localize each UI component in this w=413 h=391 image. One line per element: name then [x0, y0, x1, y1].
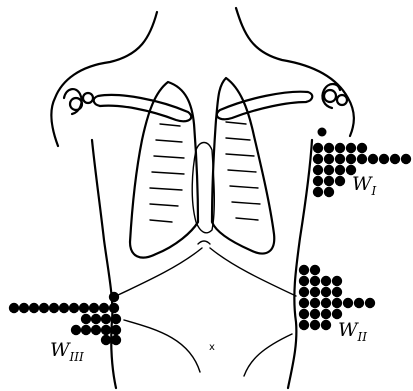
dot [310, 287, 320, 297]
dot [59, 303, 69, 313]
dot [299, 276, 309, 286]
abdomen-line-left [124, 320, 200, 372]
dot [354, 298, 364, 308]
dot [324, 176, 334, 186]
dot [346, 154, 356, 164]
dot [335, 176, 345, 186]
neck-shoulder-right-outline [236, 8, 354, 136]
dot [313, 176, 323, 186]
dot [357, 154, 367, 164]
dot [332, 309, 342, 319]
dot [368, 154, 378, 164]
dot [89, 303, 99, 313]
dot [324, 165, 334, 175]
dot [321, 320, 331, 330]
dot [332, 287, 342, 297]
dot [71, 325, 81, 335]
dot [81, 325, 91, 335]
dot [39, 303, 49, 313]
dot [101, 314, 111, 324]
dot [313, 143, 323, 153]
dot [19, 303, 29, 313]
dot [335, 143, 345, 153]
dot [310, 276, 320, 286]
dot [321, 276, 331, 286]
dot [99, 303, 109, 313]
center-mark: x [209, 342, 215, 353]
dot [111, 314, 121, 324]
abdomen-line-right [244, 334, 292, 376]
dot [29, 303, 39, 313]
label-w2: WII [338, 319, 367, 344]
dot [49, 303, 59, 313]
dot [321, 298, 331, 308]
lung-right [212, 78, 274, 253]
dot [299, 309, 309, 319]
dot [109, 292, 119, 302]
shoulder-joint-right [322, 84, 347, 108]
clavicle-left [94, 95, 191, 121]
dot [9, 303, 19, 313]
dot [109, 303, 119, 313]
clavicle-right [217, 92, 312, 120]
dot [69, 303, 79, 313]
torso-left-outline [92, 140, 116, 388]
dot-cluster-w2 [299, 265, 375, 330]
costal-margin-left [116, 248, 202, 296]
dot [390, 154, 400, 164]
label-w3: WIII [50, 339, 84, 364]
dot [91, 325, 101, 335]
dot [313, 165, 323, 175]
dot [324, 187, 334, 197]
label-w1: WI [352, 173, 377, 198]
lung-left-striations [150, 124, 184, 222]
dot [324, 154, 334, 164]
dot [321, 287, 331, 297]
dot [346, 143, 356, 153]
dot [111, 325, 121, 335]
dot [299, 320, 309, 330]
dot [299, 265, 309, 275]
dot [310, 298, 320, 308]
dot [101, 335, 111, 345]
dot [321, 309, 331, 319]
dot [310, 320, 320, 330]
dot [335, 154, 345, 164]
dot [318, 128, 327, 137]
costal-margin-right [210, 248, 296, 296]
torso-right-outline [288, 140, 312, 388]
dot [335, 165, 345, 175]
dot [111, 335, 121, 345]
dot [332, 298, 342, 308]
dot [101, 325, 111, 335]
dot [343, 298, 353, 308]
dot [91, 314, 101, 324]
dot [357, 143, 367, 153]
dot [299, 298, 309, 308]
dot [313, 187, 323, 197]
dot [310, 309, 320, 319]
dot [313, 154, 323, 164]
dot [401, 154, 411, 164]
dot [310, 265, 320, 275]
dot [79, 303, 89, 313]
dot [324, 143, 334, 153]
dot [81, 314, 91, 324]
dot [299, 287, 309, 297]
dot [379, 154, 389, 164]
diaphragm-notch [198, 241, 210, 244]
neck-shoulder-left-outline [51, 12, 157, 146]
dot-cluster-w3 [9, 292, 121, 345]
shoulder-joint-left [64, 89, 93, 114]
dot [365, 298, 375, 308]
dot [332, 276, 342, 286]
